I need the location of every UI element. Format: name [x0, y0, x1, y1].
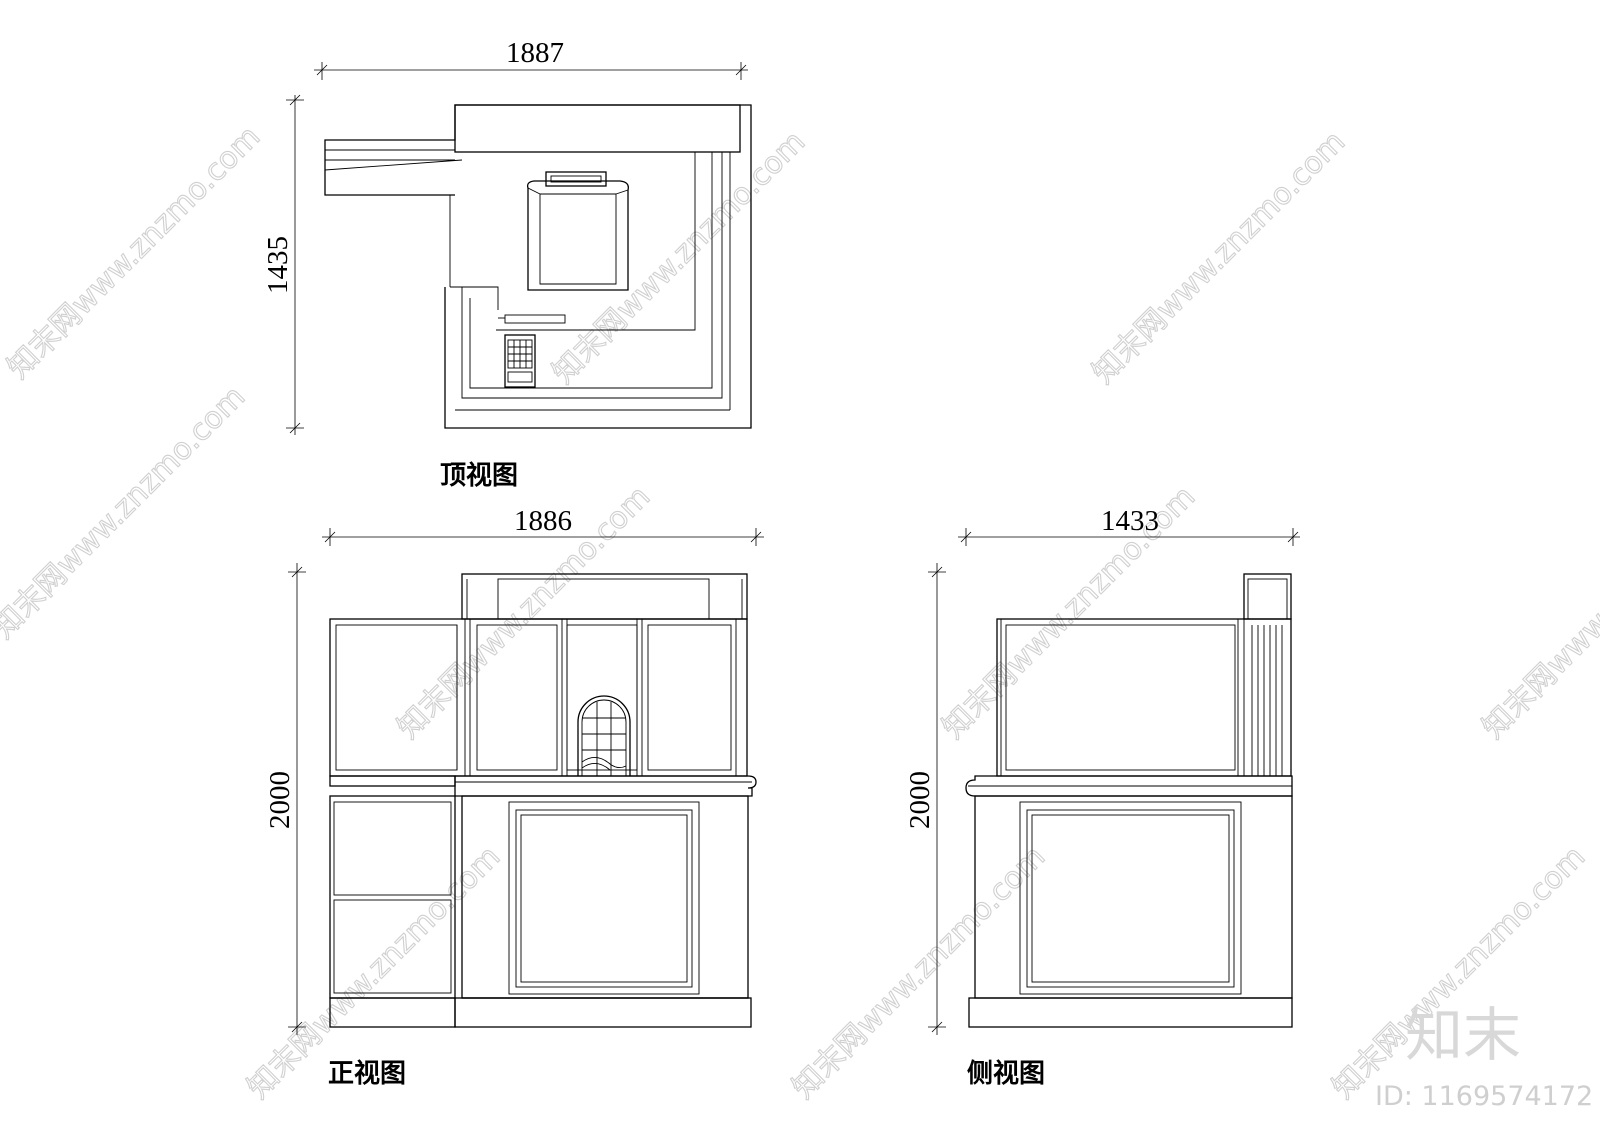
side-desk-panel	[968, 795, 1293, 1028]
keypad-icon	[504, 334, 536, 388]
top-view: 1887 1435	[262, 37, 752, 491]
watermark-text: 知末网www.znzmo.com	[1476, 479, 1600, 745]
side-view-caption: 侧视图	[967, 1059, 1045, 1089]
side-height-dimension: 2000	[904, 563, 946, 1035]
watermark-text: 知末网www.znzmo.com	[1, 119, 267, 385]
watermark-text: 知末网www.znzmo.com	[0, 379, 252, 645]
front-glass-panels	[329, 618, 748, 777]
chair-plan	[526, 171, 629, 291]
front-desk-panel	[329, 795, 752, 1028]
watermark-layer: 知末网www.znzmo.com 知末网www.znzmo.com 知末网www…	[0, 119, 1600, 1106]
side-width-dimension: 1433	[958, 505, 1300, 546]
side-cornice	[965, 775, 1293, 797]
watermark-text: 知末网www.znzmo.com	[546, 124, 812, 390]
top-depth-dimension: 1435	[262, 94, 304, 435]
front-height-label: 2000	[264, 771, 296, 829]
front-height-dimension: 2000	[264, 563, 306, 1035]
brand-logo-text: 知末	[1405, 1001, 1521, 1069]
top-plan-outline	[324, 104, 752, 429]
top-width-dimension: 1887	[314, 37, 748, 80]
side-view: 1433 2000	[904, 505, 1300, 1089]
front-view-caption: 正视图	[328, 1059, 406, 1089]
front-cornice	[329, 775, 757, 797]
top-depth-label: 1435	[262, 236, 294, 294]
side-fluted-pilaster	[1251, 625, 1283, 776]
brand-watermark: 知末 ID: 1169574172	[1375, 1001, 1593, 1112]
brand-id-label: ID: 1169574172	[1375, 1081, 1593, 1112]
arched-window-icon	[577, 695, 631, 776]
side-width-label: 1433	[1101, 505, 1159, 537]
side-height-label: 2000	[904, 771, 936, 829]
top-width-label: 1887	[506, 37, 564, 69]
front-width-label: 1886	[514, 505, 572, 537]
front-width-dimension: 1886	[322, 505, 764, 546]
top-view-caption: 顶视图	[440, 461, 518, 491]
watermark-text: 知末网www.znzmo.com	[1086, 124, 1352, 390]
front-view: 1886 2000	[264, 505, 764, 1089]
side-top-box	[1243, 573, 1292, 620]
watermark-text: 知末网www.znzmo.com	[936, 479, 1202, 745]
